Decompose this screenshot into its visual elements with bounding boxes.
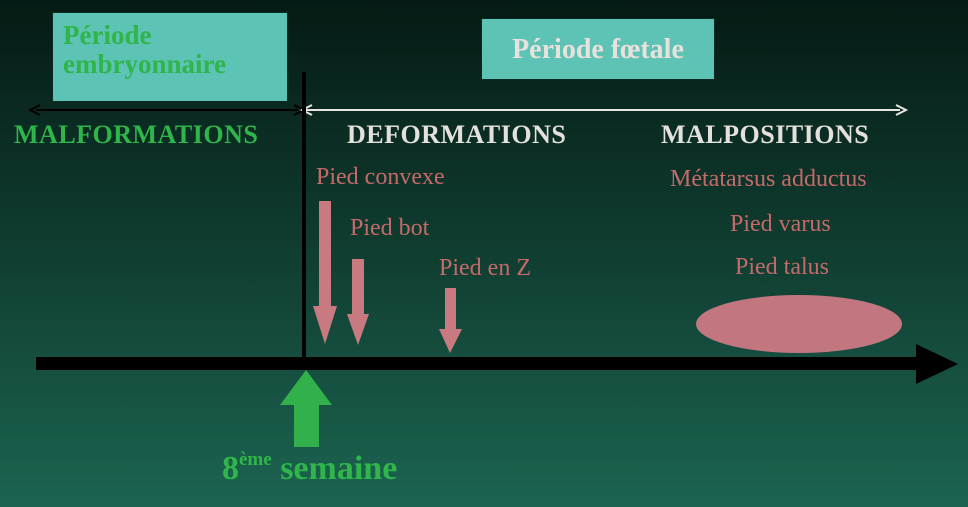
malposition-item-pied-varus: Pied varus xyxy=(730,211,831,237)
deformations-heading: DEFORMATIONS xyxy=(347,120,567,149)
deformation-item-pied-en-z: Pied en Z xyxy=(439,255,531,281)
malposition-item-metatarsus: Métatarsus adductus xyxy=(670,166,867,192)
embryonic-period-line2: embryonnaire xyxy=(63,49,226,79)
week-number: 8 xyxy=(222,450,239,487)
week-word: semaine xyxy=(271,450,398,487)
embryonic-period-box: Période embryonnaire xyxy=(52,12,288,102)
embryonic-period-line1: Période xyxy=(63,20,152,50)
timeline-arrow xyxy=(36,344,958,384)
fetal-period-box: Période fœtale xyxy=(481,18,715,80)
deformation-item-pied-convexe: Pied convexe xyxy=(316,164,445,190)
week-marker-arrow xyxy=(280,370,332,447)
embryonic-span-arrow xyxy=(27,104,307,116)
fetal-span-arrow xyxy=(299,104,909,116)
malpositions-heading: MALPOSITIONS xyxy=(661,120,870,149)
eighth-week-label: 8ème semaine xyxy=(222,448,398,488)
malposition-ellipse xyxy=(696,295,902,353)
pied-bot-arrow xyxy=(347,259,369,345)
malposition-item-pied-talus: Pied talus xyxy=(735,254,829,280)
week-superscript: ème xyxy=(239,448,272,470)
malformations-heading: MALFORMATIONS xyxy=(14,120,259,149)
pied-convexe-arrow xyxy=(313,201,337,344)
fetal-period-label: Période fœtale xyxy=(512,34,684,65)
deformation-item-pied-bot: Pied bot xyxy=(350,215,430,241)
pied-en-z-arrow xyxy=(439,288,462,353)
